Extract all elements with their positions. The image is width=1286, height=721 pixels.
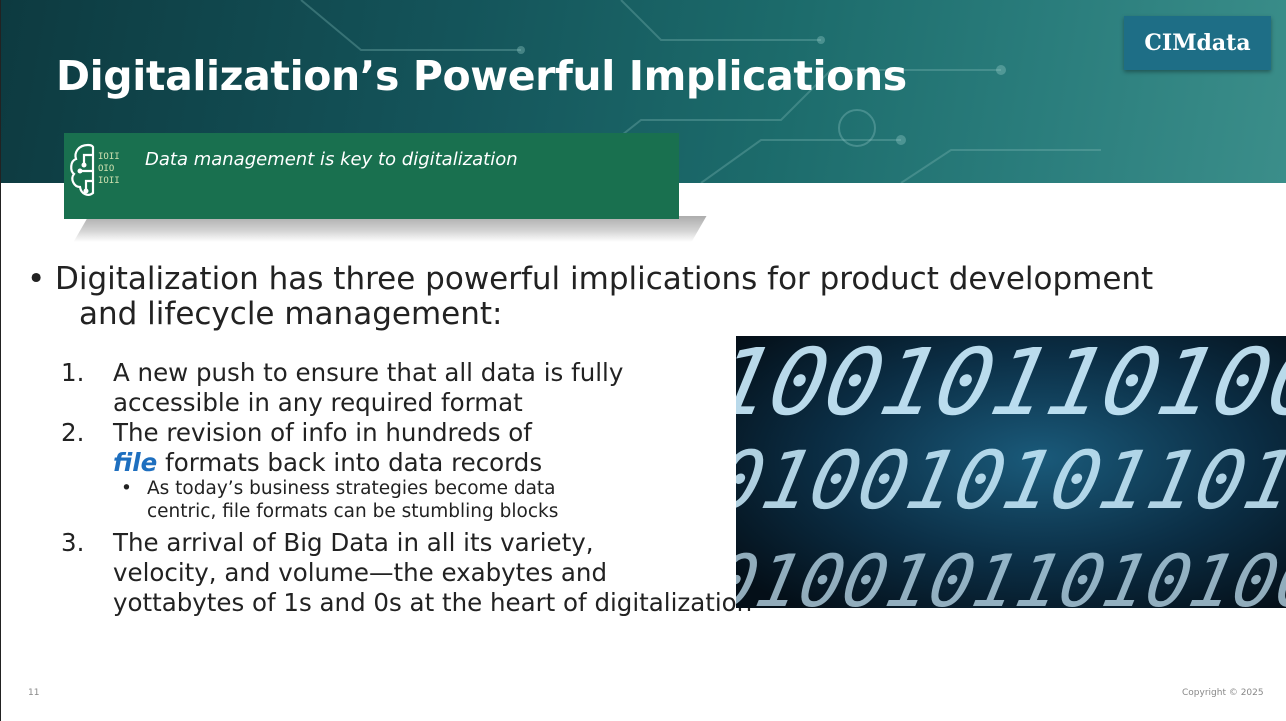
svg-text:IOII: IOII (98, 176, 120, 186)
page-number: 11 (28, 688, 40, 698)
sub-bullet-line: centric, file formats can be stumbling b… (147, 501, 559, 522)
main-bullet-line-1: Digitalization has three powerful implic… (55, 261, 1154, 297)
binary-row-3: 0100101101010010 (736, 540, 1286, 608)
binary-row-1: 100101101001011 (736, 336, 1286, 436)
slide-title: Digitalization’s Powerful Implications (56, 52, 907, 100)
brain-binary-icon: IOII OIO IOII (70, 143, 120, 196)
emphasis-word: file (113, 448, 158, 477)
main-bullet: • Digitalization has three powerful impl… (27, 262, 1267, 332)
company-logo: CIMdata (1124, 16, 1271, 70)
binary-row-2: 0100101011010010 (736, 435, 1286, 528)
callout-box: IOII OIO IOII Data management is key to … (64, 133, 679, 219)
list-item-line: A new push to ensure that all data is fu… (113, 358, 624, 387)
main-bullet-line-2: and lifecycle management: (79, 296, 503, 332)
copyright-notice: Copyright © 2025 (1182, 688, 1264, 698)
list-number: 2. (61, 418, 85, 447)
bullet-dot: • (27, 261, 46, 297)
binary-code-graphic: 100101101001011 0100101011010010 0100101… (736, 336, 1286, 608)
list-item-line: yottabytes of 1s and 0s at the heart of … (113, 588, 753, 617)
binary-code-image: 100101101001011 0100101011010010 0100101… (736, 336, 1286, 608)
list-item-line: file formats back into data records (113, 448, 542, 478)
callout-text: Data management is key to digitalization (145, 149, 518, 170)
list-item-line: velocity, and volume—the exabytes and (113, 558, 607, 587)
list-number: 3. (61, 528, 85, 557)
svg-text:IOII: IOII (98, 152, 120, 162)
sub-bullet-dot: • (121, 478, 132, 499)
svg-text:OIO: OIO (98, 164, 114, 174)
sub-bullet-line: As today’s business strategies become da… (147, 478, 556, 499)
list-item-line: accessible in any required format (113, 388, 523, 417)
list-item-line: The revision of info in hundreds of (113, 418, 532, 447)
callout-shadow (73, 216, 707, 242)
list-number: 1. (61, 358, 85, 387)
list-item-line: The arrival of Big Data in all its varie… (113, 528, 594, 557)
list-item-text: formats back into data records (157, 448, 543, 477)
